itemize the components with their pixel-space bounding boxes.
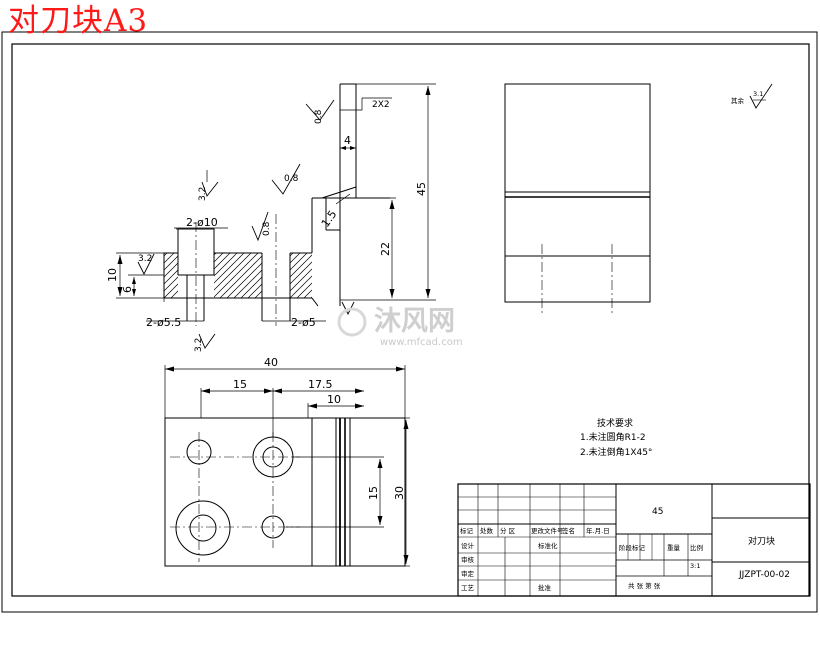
row-mark: 标记 [460, 526, 474, 535]
notes-item-1: 1.未注圆角R1-2 [580, 431, 646, 443]
material: 45 [652, 507, 663, 517]
plan-view [164, 365, 410, 567]
sheets-label: 共 张 第 张 [628, 581, 661, 590]
scale-value: 3:1 [690, 562, 700, 570]
side-view [504, 83, 651, 303]
row-std: 标准化 [538, 541, 558, 550]
part-name: 对刀块 [748, 535, 775, 547]
title-block [457, 483, 811, 597]
dim-10-plan: 10 [327, 393, 341, 406]
dim-30: 30 [393, 486, 406, 500]
roughness-0-8-step: 0.8 [284, 174, 299, 184]
row-design: 设计 [461, 541, 475, 550]
outer-border [1, 31, 818, 613]
weight-label: 重量 [667, 544, 681, 552]
rest-roughness-label: 其余 [731, 96, 745, 105]
dim-17-5: 17.5 [308, 378, 333, 391]
rest-roughness-value: 3.1 [753, 90, 763, 98]
row-approve: 批准 [538, 583, 552, 592]
dim-2x5-5: 2-ø5.5 [146, 316, 181, 329]
row-count: 处数 [480, 526, 494, 535]
row-review: 审定 [461, 569, 475, 578]
drawing-number: JJZPT-00-02 [738, 570, 790, 580]
row-sign: 签名 [562, 526, 575, 535]
dim-2x10: 2-ø10 [186, 216, 218, 229]
notes-item-2: 2.未注倒角1X45° [580, 446, 652, 458]
scale-label: 比例 [690, 543, 703, 552]
dim-10: 10 [106, 268, 119, 282]
roughness-3-2-bottom: 3.2 [194, 338, 204, 352]
row-date: 年.月.日 [586, 526, 610, 535]
watermark: 沐风网 www.mfcad.com [337, 306, 463, 348]
dim-15-side: 15 [367, 486, 380, 500]
roughness-0-8-top: 0.8 [314, 109, 324, 124]
roughness-3-2-left: 3.2 [138, 254, 152, 264]
inner-border [11, 43, 810, 597]
dim-22: 22 [379, 242, 392, 256]
row-check: 审核 [461, 555, 475, 564]
row-change: 更改文件号 [531, 526, 564, 535]
watermark-url: www.mfcad.com [380, 337, 463, 348]
dim-4: 4 [344, 134, 351, 147]
rest-roughness-icon [749, 83, 773, 109]
drawing-title: 对刀块A3 [8, 3, 149, 39]
roughness-0-8-hole: 0.8 [262, 221, 272, 236]
row-proc: 工艺 [461, 584, 475, 592]
stage-label: 阶段标记 [619, 543, 646, 552]
row-zone: 分 区 [500, 526, 516, 535]
dim-45: 45 [415, 182, 428, 196]
front-section-view [116, 83, 436, 349]
dim-2x5: 2-ø5 [291, 316, 316, 329]
roughness-3-2-top: 3.2 [198, 187, 208, 201]
dim-40: 40 [264, 356, 278, 369]
watermark-brand: 沐风网 [374, 306, 455, 337]
notes-heading: 技术要求 [597, 417, 633, 429]
dim-1-5: 1.5 [319, 208, 340, 230]
dim-15-top: 15 [233, 378, 247, 391]
dim-6: 6 [121, 286, 134, 293]
chamfer-2x2: 2X2 [372, 100, 390, 110]
